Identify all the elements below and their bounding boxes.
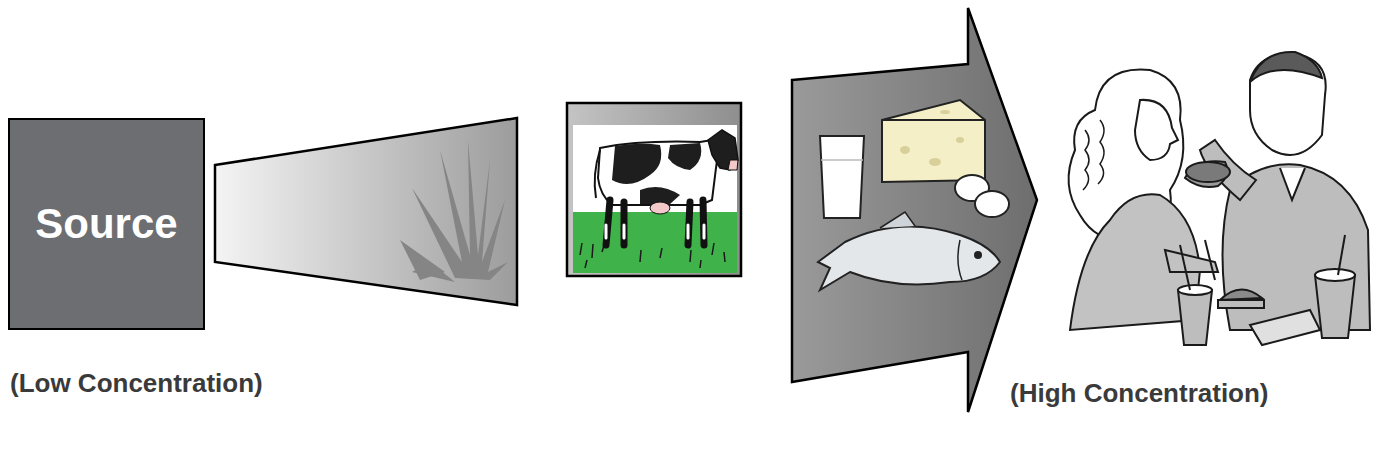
food-stage <box>792 8 1037 412</box>
plant-stage <box>215 118 517 305</box>
concentration-label: (Low Concentration) <box>10 368 263 399</box>
people-eating <box>1069 52 1370 345</box>
node-label: Source <box>35 200 177 248</box>
cow-stage <box>567 103 741 276</box>
concentration-label: (High Concentration) <box>1010 378 1269 409</box>
source-box: Source <box>8 118 205 330</box>
